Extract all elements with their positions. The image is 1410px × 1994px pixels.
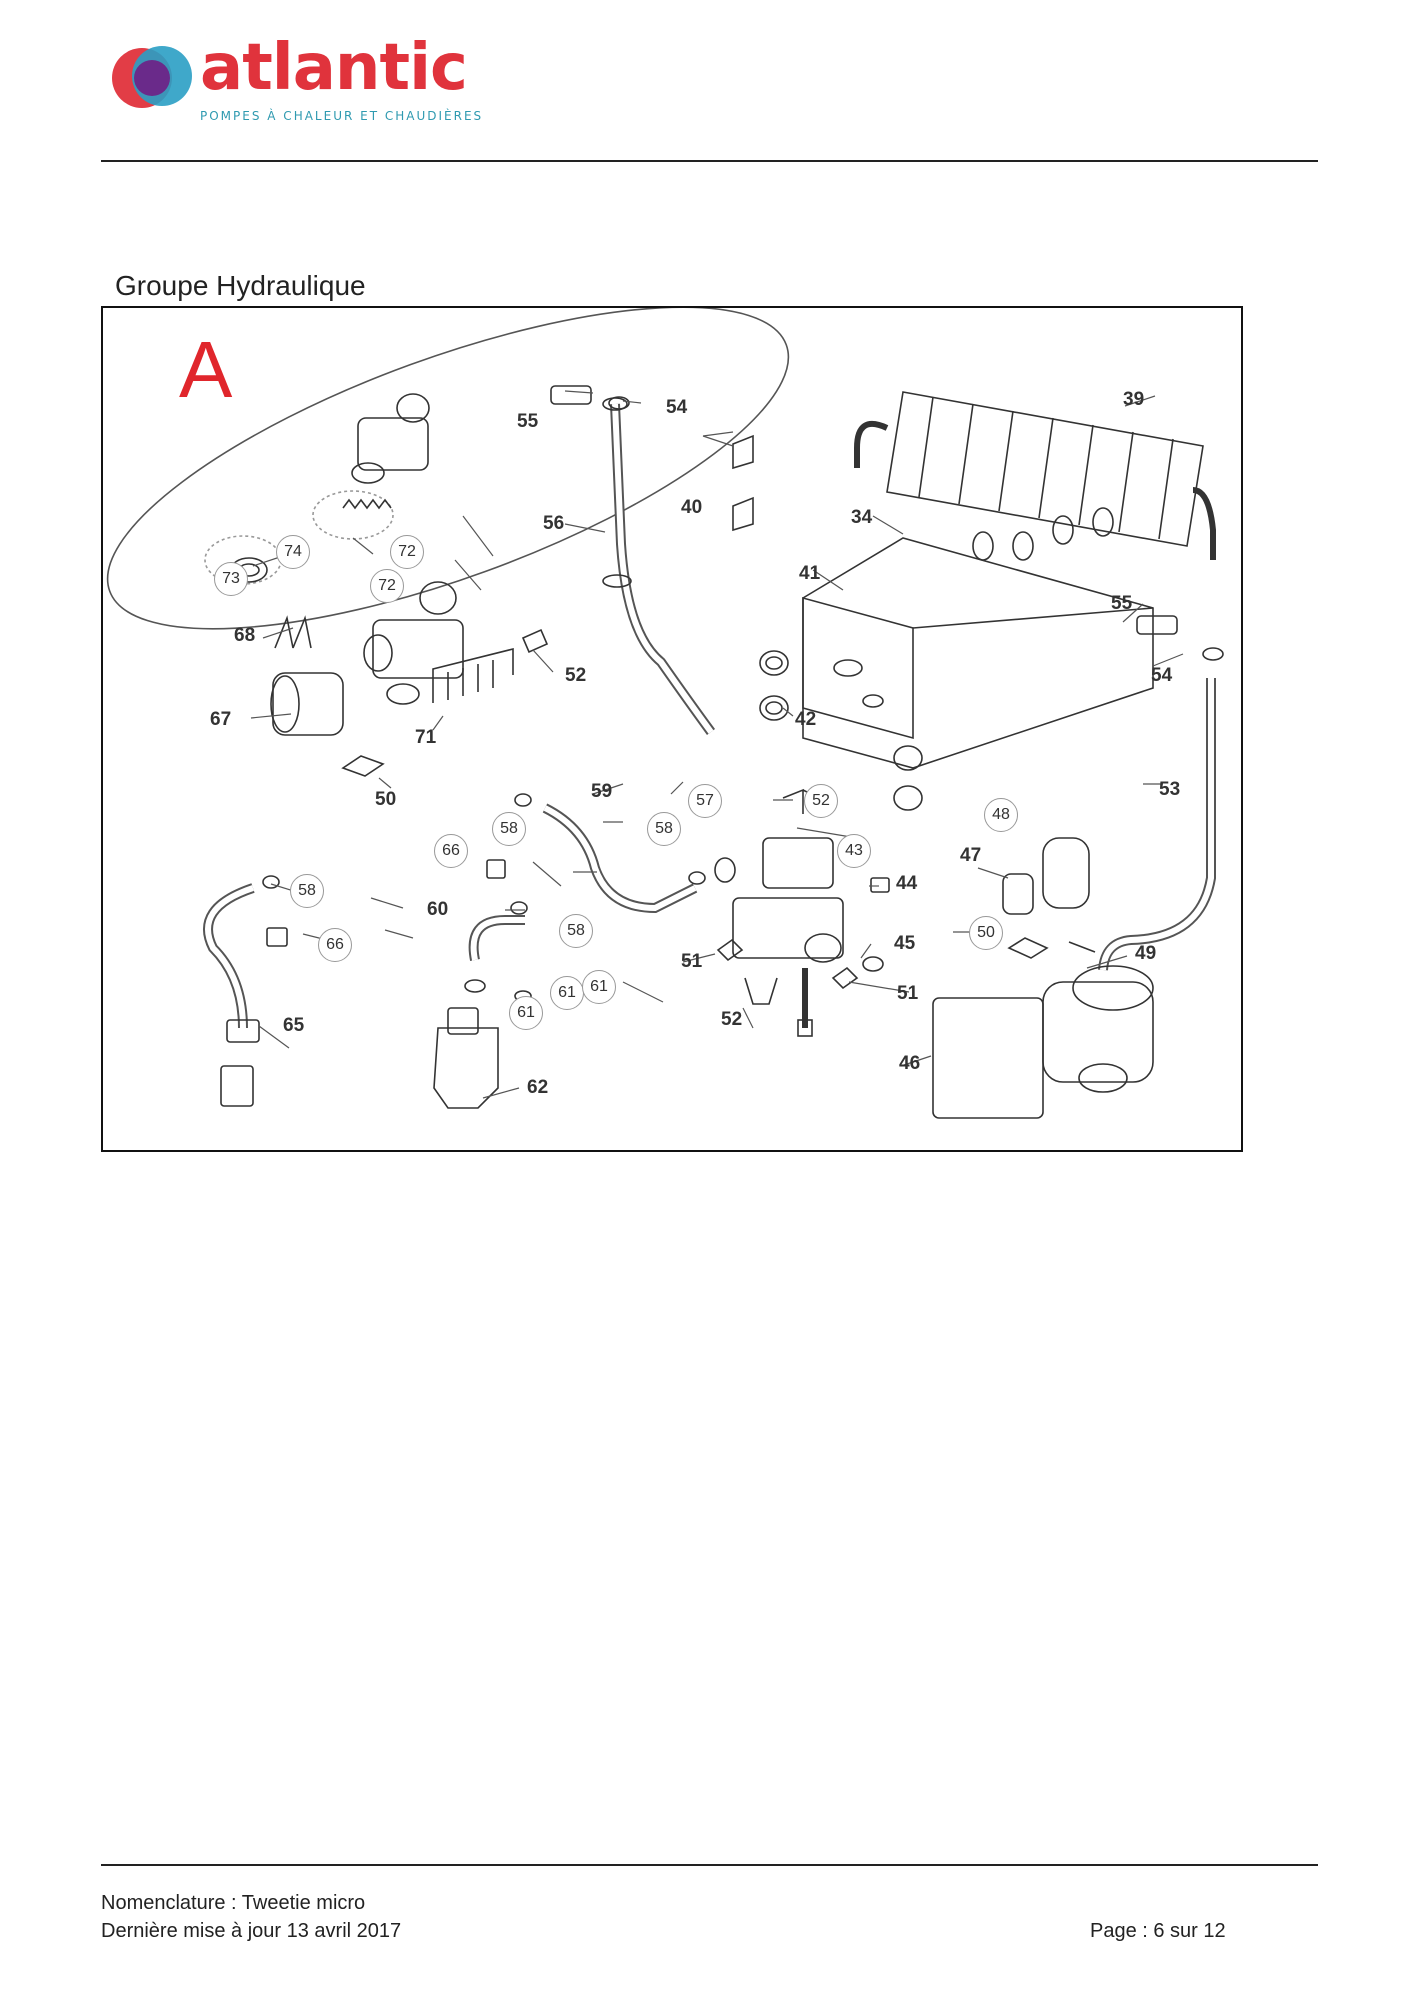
part-label-51: 51 [681, 951, 703, 972]
part-label-50: 50 [375, 789, 397, 810]
part-label-46: 46 [899, 1053, 921, 1074]
footer-divider [101, 1864, 1318, 1866]
section-title: Groupe Hydraulique [115, 270, 366, 301]
footer-nomenclature: Nomenclature : Tweetie micro [101, 1892, 366, 1914]
callout-73: 73 [214, 562, 248, 596]
parts-drawing [106, 308, 1224, 1119]
part-label-55: 55 [517, 411, 539, 432]
part-label-62: 62 [527, 1077, 549, 1098]
header-divider [101, 160, 1318, 162]
part-label-49: 49 [1135, 943, 1157, 964]
variant-letter: A [179, 325, 233, 414]
callout-61-a: 61 [509, 996, 543, 1030]
callout-61-b: 61 [550, 976, 584, 1010]
page-number: Page : 6 sur 12 [1090, 1920, 1226, 1942]
part-label-55-right: 55 [1111, 593, 1133, 614]
exploded-diagram: A 55 54 40 39 34 41 56 55 54 68 52 67 71… [101, 306, 1243, 1152]
callout-66-b: 66 [318, 928, 352, 962]
part-label-71: 71 [415, 727, 437, 748]
part-label-59: 59 [591, 781, 613, 802]
part-label-34: 34 [851, 507, 873, 528]
part-label-39: 39 [1123, 389, 1145, 410]
callout-72-a: 72 [390, 535, 424, 569]
part-label-47: 47 [960, 845, 982, 866]
part-label-54-right: 54 [1151, 665, 1173, 686]
part-label-41: 41 [799, 563, 821, 584]
callout-58-a: 58 [492, 812, 526, 846]
part-label-45: 45 [894, 933, 916, 954]
callout-66-a: 66 [434, 834, 468, 868]
callout-58-d: 58 [559, 914, 593, 948]
part-label-68: 68 [234, 625, 256, 646]
logo-emblem-icon [112, 46, 192, 108]
callout-74: 74 [276, 535, 310, 569]
footer-last-updated: Dernière mise à jour 13 avril 2017 [101, 1920, 402, 1942]
callout-58-b: 58 [647, 812, 681, 846]
part-label-52-top: 52 [565, 665, 587, 686]
callout-50: 50 [969, 916, 1003, 950]
part-label-52-lower: 52 [721, 1009, 743, 1030]
part-label-51-lower: 51 [897, 983, 919, 1004]
callout-43: 43 [837, 834, 871, 868]
callout-72-b: 72 [370, 569, 404, 603]
callout-48: 48 [984, 798, 1018, 832]
part-label-65: 65 [283, 1015, 305, 1036]
callout-61-c: 61 [582, 970, 616, 1004]
part-label-40: 40 [681, 497, 703, 518]
part-label-54: 54 [666, 397, 688, 418]
callout-52: 52 [804, 784, 838, 818]
part-label-67: 67 [210, 709, 232, 730]
brand-tagline: POMPES À CHALEUR ET CHAUDIÈRES [200, 109, 484, 123]
atlantic-logo: atlantic POMPES À CHALEUR ET CHAUDIÈRES [112, 31, 492, 128]
part-label-53: 53 [1159, 779, 1181, 800]
callout-57: 57 [688, 784, 722, 818]
part-label-42: 42 [795, 709, 817, 730]
callout-58-c: 58 [290, 874, 324, 908]
brand-wordmark: atlantic [200, 31, 468, 105]
part-label-56: 56 [543, 513, 565, 534]
part-label-44: 44 [896, 873, 918, 894]
part-label-60: 60 [427, 899, 449, 920]
